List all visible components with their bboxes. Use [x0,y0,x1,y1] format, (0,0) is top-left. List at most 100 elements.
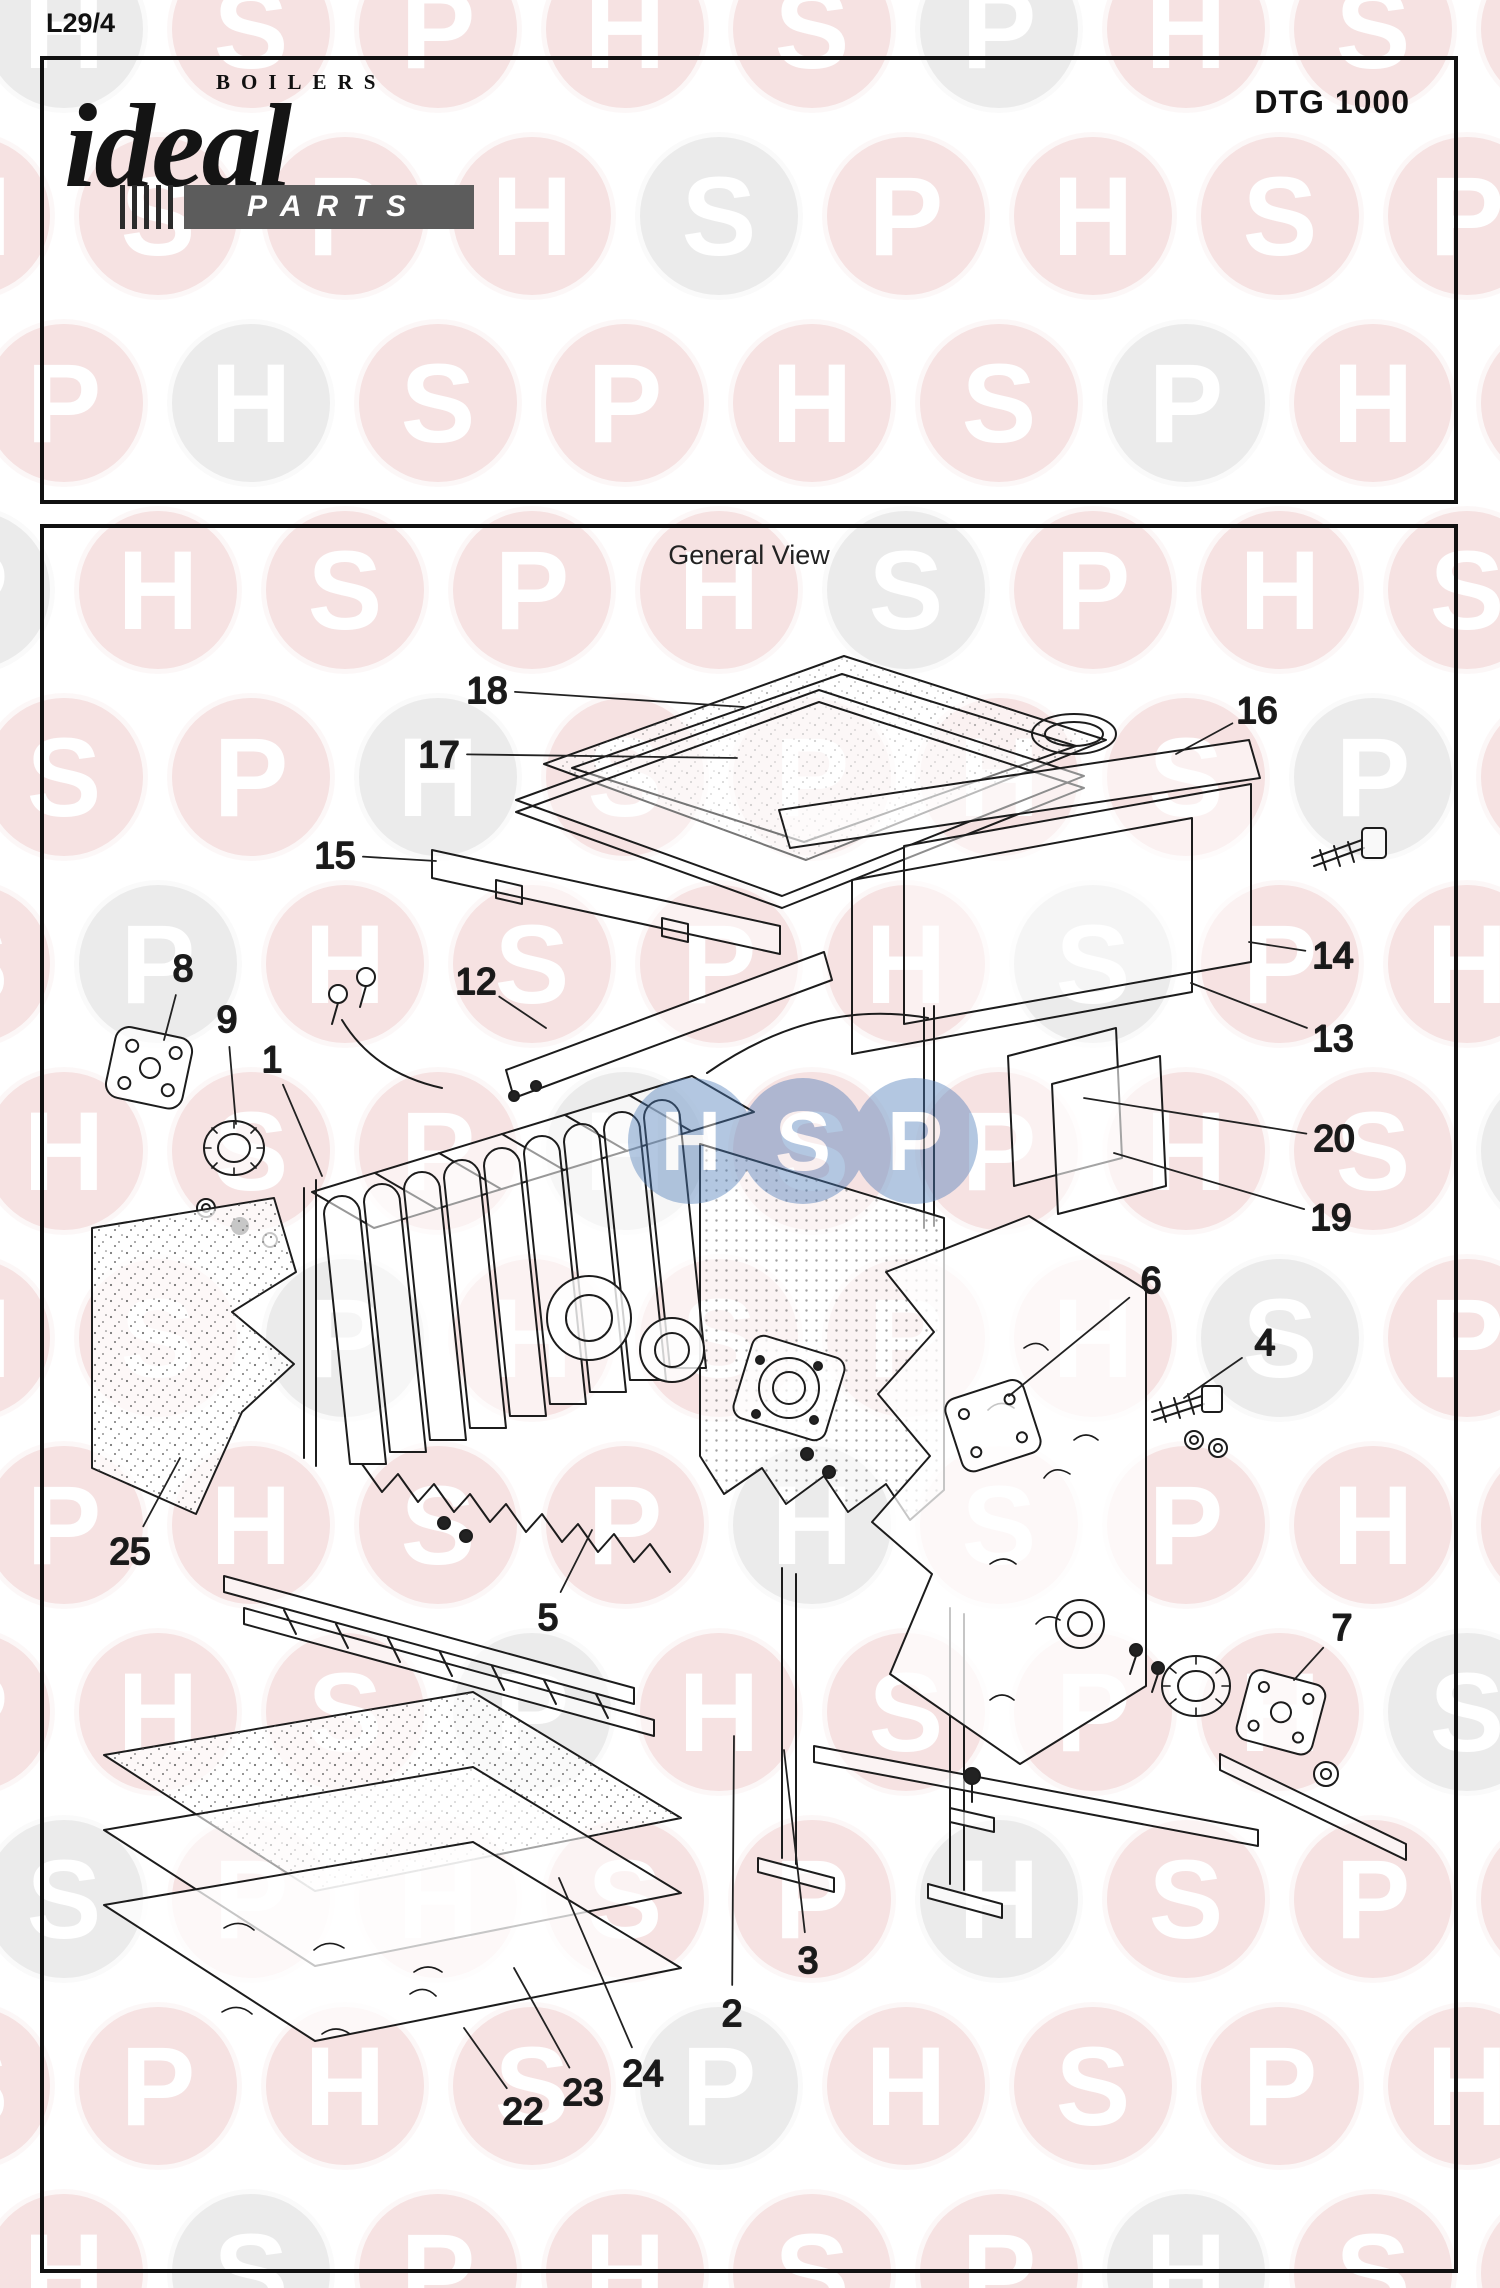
watermark-letter: S [1196,1254,1364,1422]
watermark-letter: P [74,2002,242,2170]
callout-22: 22 [502,2091,543,2132]
watermark-letter: S [0,693,148,861]
watermark-letter: S [261,506,429,674]
watermark-letter: S [1289,1067,1457,1235]
logo-parts-text: PARTS [247,190,421,224]
leader-line-20 [1083,1097,1308,1135]
watermark-letter: H [74,506,242,674]
callout-12: 12 [455,961,496,1002]
watermark-letter: H [728,319,896,487]
watermark-letter: H [1476,693,1500,861]
part-drain-plug [949,1767,995,1833]
callout-18: 18 [466,670,507,711]
watermark-letter: S [635,132,803,300]
watermark-letter: H [915,1815,1083,1983]
part-floor-rails [813,1745,1407,1861]
leader-line-16 [1175,722,1234,755]
center-watermark-letter: S [740,1078,866,1204]
watermark-letter: S [354,319,522,487]
header-box: BOILERS ideal PARTS DTG 1000 [40,56,1458,504]
watermark-letter: P [1196,2002,1364,2170]
leader-line-19 [1113,1152,1306,1210]
doc-code: L29/4 [46,8,116,38]
callout-2: 2 [722,1993,743,2034]
watermark-letter: H [261,880,429,1048]
logo-parts-banner: PARTS [120,185,474,230]
part-access-plate [944,1379,1042,1473]
model-number: DTG 1000 [1254,84,1410,120]
diagram-box: General View [40,524,1458,2273]
watermark-letter: P [1102,319,1270,487]
leader-line-5 [559,1529,593,1593]
part-baffle-plates [923,1005,1167,1229]
watermark-letter: S [1196,132,1364,300]
part-flange-eight [104,1026,194,1110]
callout-19: 19 [1310,1197,1351,1238]
leader-line-24 [558,1877,633,2049]
leader-line-9 [228,1045,237,1125]
watermark-letter: P [541,319,709,487]
ideal-logo: BOILERS ideal PARTS [64,70,524,230]
part-insulation-left [91,1197,297,1515]
watermark-letter: P [541,1441,709,1609]
callout-7: 7 [1332,1607,1353,1648]
leader-line-6 [1008,1296,1131,1397]
part-top-lid [543,655,1107,861]
watermark-letter: H [1289,319,1457,487]
leader-line-4 [1183,1357,1243,1399]
leader-line-15 [362,855,437,862]
leader-line-12 [498,995,547,1029]
logo-stripes-decoration [120,185,180,230]
part-heat-exchanger [303,1012,945,1573]
watermark-letter: S [1009,2002,1177,2170]
leader-line-1 [282,1083,323,1177]
watermark-letter: H [448,132,616,300]
leader-line-3 [783,1749,806,1934]
watermark-letter: H [635,1628,803,1796]
callout-14: 14 [1312,935,1353,976]
leader-line-13 [1190,982,1308,1029]
callout-20: 20 [1313,1118,1354,1159]
watermark-letter: P [167,693,335,861]
part-bolt-top-right [1311,827,1387,871]
part-side-panel [871,1215,1147,1765]
part-support-strip [431,849,781,955]
part-sealing-ring [196,1120,278,1248]
watermark-letter: H [0,1067,148,1235]
part-bolt-right [1151,1385,1228,1458]
part-fixing-bolts [328,967,443,1089]
callout-24: 24 [622,2053,663,2094]
callout-4: 4 [1255,1322,1276,1363]
part-base-insulation-stack [103,1691,682,2042]
callout-5: 5 [538,1597,559,1638]
part-flange-seven [1129,1643,1339,1787]
watermark-letter: P [0,319,148,487]
diagram-title: General View [668,540,830,570]
watermark-letter: P [728,1815,896,1983]
part-rear-panel [505,951,833,1099]
callout-9: 9 [217,999,238,1040]
watermark-letter: S [448,2002,616,2170]
watermark-letter: S [1476,319,1500,487]
leader-line-23 [513,1967,571,2069]
leader-line-7 [1293,1646,1325,1681]
callout-17: 17 [418,734,459,775]
center-watermark-letter: H [628,1078,754,1204]
watermark-letter: H [1009,132,1177,300]
leader-line-17 [466,753,738,759]
callout-13: 13 [1312,1018,1353,1059]
leader-line-25 [142,1457,181,1528]
leader-line-8 [163,994,177,1041]
watermark-letter: S [822,506,990,674]
watermark-letter: P [635,2002,803,2170]
watermark-letter: P [1476,2189,1500,2288]
part-base-rails-left [223,1575,655,1737]
callout-3: 3 [798,1940,819,1981]
leader-line-14 [1248,941,1307,952]
leader-line-22 [463,2027,508,2090]
watermark-letter: H [1476,1815,1500,1983]
callout-6: 6 [1141,1260,1162,1301]
